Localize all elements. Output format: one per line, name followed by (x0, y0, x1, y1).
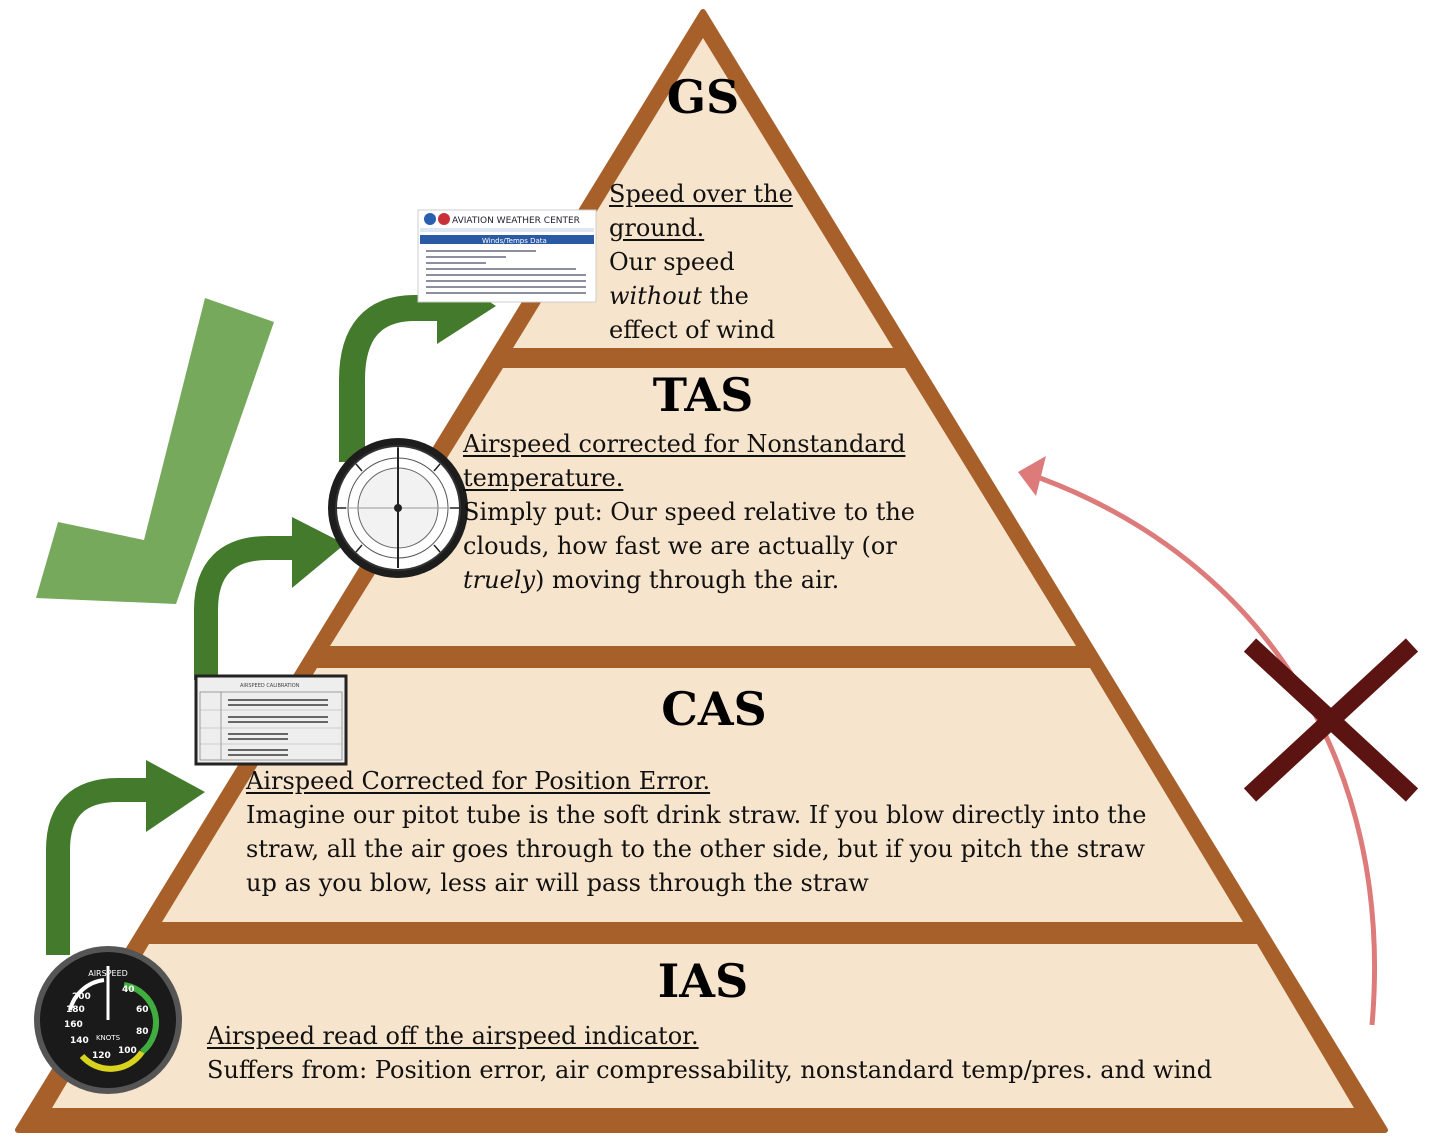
gs-body-emphasis: without (609, 282, 702, 310)
gauge-tick-label: 100 (118, 1046, 137, 1056)
green-arrow-ias-to-cas (46, 760, 205, 955)
ias-description: Airspeed read off the airspeed indicator… (207, 1019, 1212, 1087)
gs-body-line1: Our speed (609, 248, 735, 276)
gauge-tick-label: 60 (136, 1005, 149, 1015)
tier-gs (513, 38, 893, 348)
tas-body-line3-rest: ) moving through the air. (535, 566, 840, 594)
airspeed-calibration-card-image: AIRSPEED CALIBRATION (194, 674, 348, 766)
tier-cas (162, 668, 1243, 922)
cas-body-line1: Imagine our pitot tube is the soft drink… (246, 801, 1147, 829)
gauge-label-unit: KNOTS (96, 1034, 121, 1042)
tas-body-line1: Simply put: Our speed relative to the (463, 498, 915, 526)
gauge-label-top: AIRSPEED (88, 969, 128, 978)
ias-body: Suffers from: Position error, air compre… (207, 1056, 1213, 1084)
awc-header-text: AVIATION WEATHER CENTER (452, 216, 580, 226)
tas-title: TAS (652, 368, 754, 422)
gauge-tick-label: 40 (122, 985, 135, 995)
tas-description: Airspeed corrected for Nonstandard tempe… (463, 427, 915, 597)
gs-description: Speed over the ground. Our speed without… (609, 177, 793, 347)
gs-title: GS (666, 70, 740, 124)
gs-heading-line2: ground. (609, 214, 705, 242)
awc-subheader-text: Winds/Temps Data (482, 237, 547, 245)
tas-body-line2: clouds, how fast we are actually (or (463, 532, 897, 560)
gauge-tick-label: 140 (70, 1036, 89, 1046)
x-mark-icon (1243, 638, 1419, 802)
tier-ias (52, 944, 1354, 1108)
gauge-tick-label: 180 (66, 1005, 85, 1015)
cas-description: Airspeed Corrected for Position Error. I… (246, 764, 1146, 900)
gs-body-line2-rest: the (701, 282, 749, 310)
gauge-tick-label: 120 (92, 1051, 111, 1061)
gauge-tick-label: 80 (136, 1027, 149, 1037)
tas-body-emphasis: truely (463, 566, 536, 594)
ias-title: IAS (657, 954, 749, 1008)
green-arrow-cas-to-tas (194, 517, 345, 680)
cas-body-line3: up as you blow, less air will pass throu… (246, 869, 869, 897)
gauge-tick-label: 160 (64, 1020, 83, 1030)
tas-heading-line2: temperature. (463, 464, 624, 492)
awc-screenshot-image: AVIATION WEATHER CENTER Winds/Temps Data (417, 209, 597, 303)
gs-body-line2: without the (609, 279, 793, 313)
gs-heading-line1: Speed over the (609, 180, 793, 208)
tas-heading-line1: Airspeed corrected for Nonstandard (463, 430, 906, 458)
cas-title: CAS (661, 682, 767, 736)
red-arrowhead-icon (1018, 456, 1046, 496)
tas-body-line3: truely) moving through the air. (463, 563, 915, 597)
airspeed-indicator-image: AIRSPEED KNOTS 40 60 80 100 120 140 160 … (34, 946, 182, 1094)
ias-heading: Airspeed read off the airspeed indicator… (207, 1022, 699, 1050)
gauge-tick-label: 200 (72, 992, 91, 1002)
cas-body-line2: straw, all the air goes through to the o… (246, 835, 1146, 863)
tier-tas (330, 368, 1076, 646)
e6b-flight-computer-image (328, 438, 468, 578)
check-icon (36, 298, 274, 604)
gs-body-line3: effect of wind (609, 316, 776, 344)
calibration-title-text: AIRSPEED CALIBRATION (240, 683, 300, 689)
cas-heading: Airspeed Corrected for Position Error. (246, 767, 711, 795)
